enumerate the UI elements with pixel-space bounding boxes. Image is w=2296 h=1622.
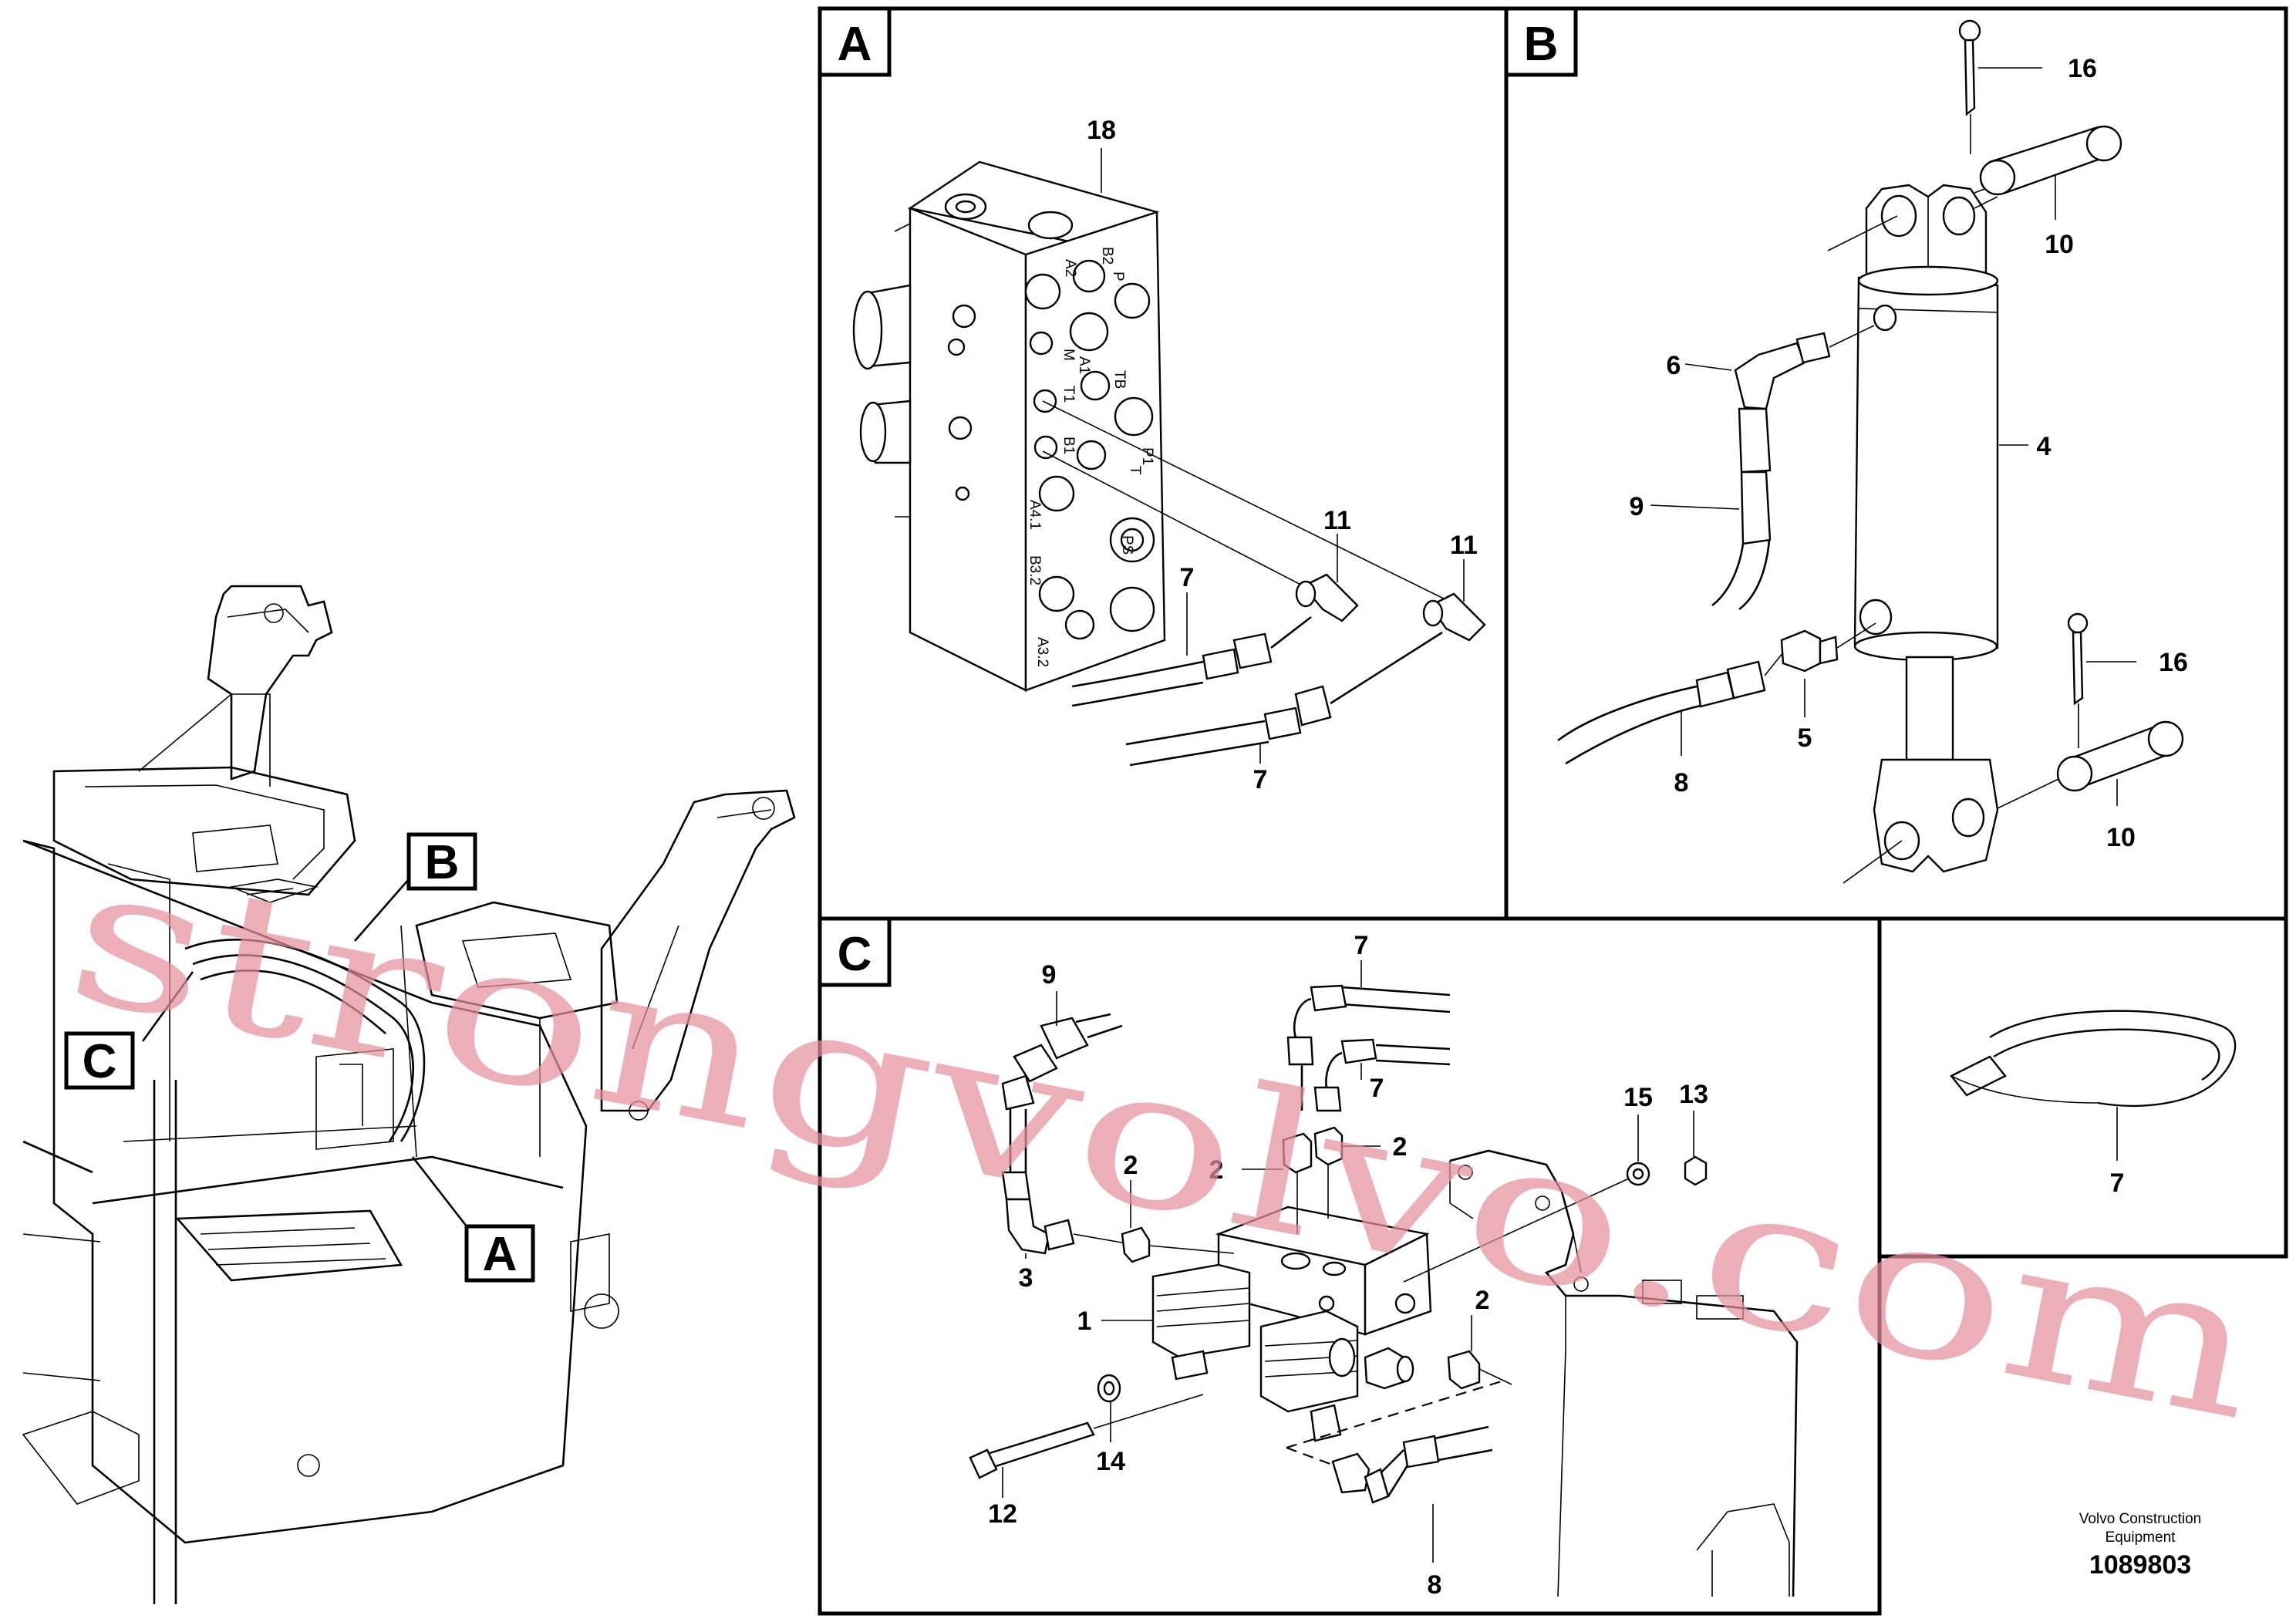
svg-text:A2: A2 <box>1062 259 1078 277</box>
nut-13[interactable] <box>1403 1155 1708 1283</box>
svg-text:M: M <box>1060 349 1077 361</box>
label-13: 13 <box>1679 1080 1708 1109</box>
label-7b: 7 <box>1253 765 1268 794</box>
document-number: 1089803 <box>2089 1550 2191 1580</box>
label-7-tie: 7 <box>2110 1168 2125 1198</box>
machine-frame-overview <box>22 585 796 1604</box>
label-2d: 2 <box>1475 1286 1490 1315</box>
label-7-valve-a: 7 <box>1354 931 1369 960</box>
hose-7a[interactable] <box>1071 615 1312 707</box>
label-7a: 7 <box>1180 563 1195 592</box>
elbow-6[interactable] <box>1734 325 1875 410</box>
svg-text:B: B <box>425 836 460 889</box>
svg-text:B1: B1 <box>1060 437 1077 454</box>
overview-callout-c[interactable]: C <box>64 971 194 1090</box>
label-2b: 2 <box>1209 1155 1224 1185</box>
elbow-3[interactable] <box>1005 1198 1127 1255</box>
valve-1[interactable] <box>1151 1206 1432 1442</box>
washer-15[interactable] <box>1626 1162 1650 1186</box>
svg-text:T1: T1 <box>1060 386 1077 403</box>
label-8-cyl: 8 <box>1674 768 1689 798</box>
svg-text:P: P <box>1110 271 1126 282</box>
washer-14[interactable] <box>1097 1374 1121 1403</box>
hose-8-cyl[interactable] <box>1557 652 1784 765</box>
nipple-2a[interactable] <box>1121 1226 1235 1263</box>
label-2c: 2 <box>1393 1132 1408 1162</box>
background-frame-plate <box>1449 1149 1799 1597</box>
company-name-line1: Volvo Construction <box>2079 1511 2201 1527</box>
svg-text:A4.1: A4.1 <box>1027 500 1043 530</box>
label-8-valve: 8 <box>1428 1570 1442 1600</box>
svg-text:A1: A1 <box>1076 356 1092 374</box>
label-12: 12 <box>988 1499 1017 1529</box>
panel-c-frame <box>818 916 1882 1616</box>
section-label-a: A <box>818 6 892 77</box>
company-name-line2: Equipment <box>2106 1529 2176 1546</box>
label-9-valve: 9 <box>1042 960 1057 990</box>
overview-callout-a[interactable]: A <box>411 1156 535 1283</box>
svg-text:TB: TB <box>1111 370 1128 389</box>
svg-text:P1: P1 <box>1139 447 1155 465</box>
svg-text:PS: PS <box>1119 535 1135 555</box>
svg-text:B3.2: B3.2 <box>1027 555 1043 585</box>
label-15: 15 <box>1623 1083 1653 1112</box>
svg-text:A: A <box>838 18 872 71</box>
label-11b: 11 <box>1450 531 1478 560</box>
cable-tie-7[interactable] <box>1950 1010 2237 1107</box>
elbow-11a[interactable] <box>1295 573 1359 622</box>
nipple-2c[interactable] <box>1313 1126 1344 1219</box>
overview-callout-b[interactable]: B <box>354 832 477 942</box>
label-1: 1 <box>1077 1307 1092 1336</box>
label-10-top: 10 <box>2045 230 2074 259</box>
pin-16-bottom[interactable] <box>2067 612 2089 748</box>
watermark: strongvolvo.com <box>53 819 2277 1463</box>
pin-16-top[interactable] <box>1958 19 1981 154</box>
section-label-b: B <box>1504 6 1578 77</box>
label-5: 5 <box>1798 723 1812 753</box>
bushing-10-top[interactable] <box>1979 125 2122 196</box>
label-2a: 2 <box>1124 1151 1138 1180</box>
svg-text:B: B <box>1524 18 1559 71</box>
label-11a: 11 <box>1323 506 1351 535</box>
valve-block-18[interactable]: P A2 B2 M A1 T1 P1 B1 TB A4.1 B3.2 A3.2 … <box>852 160 1166 692</box>
hydraulic-cylinder-4[interactable] <box>1827 180 2075 884</box>
bushing-10-bottom[interactable] <box>2056 720 2184 792</box>
label-16-top: 16 <box>2068 54 2097 83</box>
label-4: 4 <box>2037 432 2052 461</box>
label-7-valve-b: 7 <box>1370 1074 1384 1103</box>
svg-text:A: A <box>483 1228 518 1281</box>
label-6: 6 <box>1667 351 1681 380</box>
svg-text:B2: B2 <box>1099 247 1115 265</box>
screw-12[interactable] <box>969 1394 1204 1479</box>
label-18: 18 <box>1087 116 1116 145</box>
section-label-c: C <box>818 916 892 987</box>
label-10-bottom: 10 <box>2106 823 2136 852</box>
nipple-2d[interactable] <box>1447 1350 1512 1390</box>
elbow-11b[interactable] <box>1422 592 1486 642</box>
nipple-2b[interactable] <box>1282 1132 1313 1234</box>
panel-d-frame <box>1877 916 2288 1259</box>
svg-text:T: T <box>1127 466 1143 475</box>
hose-7-valve[interactable] <box>1286 984 1451 1112</box>
label-3: 3 <box>1019 1263 1033 1293</box>
svg-text:C: C <box>83 1035 117 1088</box>
hose-9-cyl[interactable] <box>1711 407 1772 611</box>
nipple-5[interactable] <box>1780 622 1876 673</box>
label-14: 14 <box>1096 1447 1125 1476</box>
label-9-cyl: 9 <box>1630 492 1644 521</box>
svg-text:C: C <box>838 928 872 981</box>
label-16-bottom: 16 <box>2159 648 2188 677</box>
hose-8-valve[interactable] <box>1331 1425 1493 1504</box>
hose-7b[interactable] <box>1125 631 1443 767</box>
svg-text:A3.2: A3.2 <box>1034 637 1050 667</box>
